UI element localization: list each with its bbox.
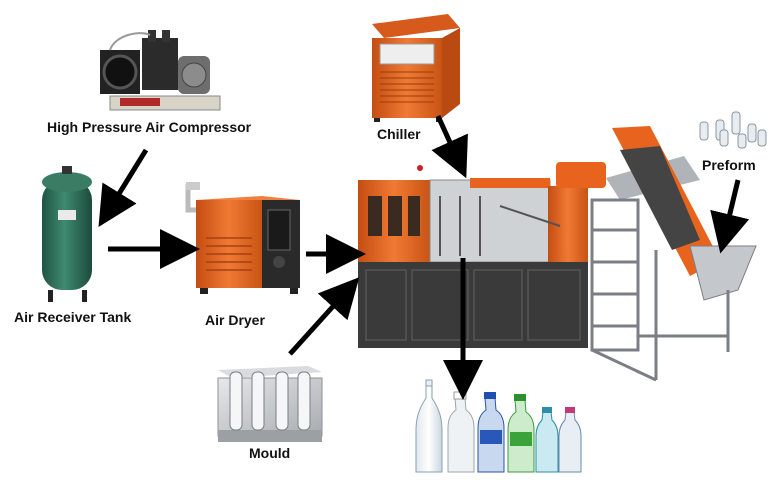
tank-label: Air Receiver Tank <box>14 309 132 325</box>
chiller-unit-icon <box>372 14 460 122</box>
blow-moulding-machine-icon <box>358 162 606 348</box>
air-receiver-tank-icon <box>42 166 92 302</box>
bottles-icon <box>415 379 582 473</box>
preform-label: Preform <box>702 157 756 173</box>
air-dryer-icon <box>185 182 300 294</box>
preform-conveyor-icon <box>590 126 757 382</box>
air-compressor-icon <box>100 30 221 111</box>
arrow-preform-to-hopper <box>710 179 750 254</box>
arrow-mould-to-machine <box>288 277 360 356</box>
dryer-label: Air Dryer <box>205 312 265 328</box>
arrow-compressor-to-tank <box>98 148 149 228</box>
mould-icon <box>217 366 323 442</box>
arrow-chiller-to-machine <box>431 114 468 179</box>
mould-label: Mould <box>249 445 291 461</box>
compressor-label: High Pressure Air Compressor <box>47 119 252 135</box>
chiller-label: Chiller <box>377 126 421 142</box>
preform-icon <box>699 111 767 149</box>
flow-arrows <box>98 114 750 400</box>
